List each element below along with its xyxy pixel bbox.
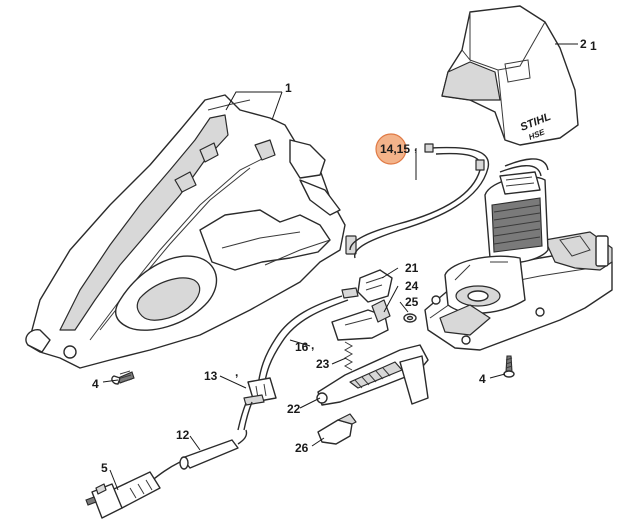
part-21-switch[interactable]	[341, 269, 393, 303]
part-22-trigger[interactable]	[316, 344, 429, 406]
highlight-marker	[375, 133, 407, 165]
part-4-screw-right[interactable]	[503, 355, 515, 378]
part-12-cable-sleeve[interactable]	[179, 429, 248, 470]
callout-5: 5	[101, 461, 108, 475]
callout-23: 23	[316, 357, 330, 371]
motor-assembly[interactable]	[424, 171, 613, 351]
part-4-screw-left[interactable]	[111, 370, 135, 385]
callout-1: 1	[285, 81, 292, 95]
part-25-spring[interactable]	[403, 313, 417, 323]
leader-lines	[102, 43, 578, 491]
callout-16-suffix: ,	[311, 338, 314, 352]
part-24-lever[interactable]	[331, 299, 391, 341]
callout-22: 22	[287, 402, 301, 416]
callout-2-suffix: 1	[590, 39, 597, 53]
part-5-power-plug[interactable]	[85, 461, 181, 519]
callout-14-15-suffix: ,	[414, 140, 417, 154]
callout-26: 26	[295, 441, 309, 455]
callout-12: 12	[176, 428, 190, 442]
callout-14-15: 14,15	[380, 142, 410, 156]
callout-25: 25	[405, 295, 419, 309]
part-2-cover[interactable]: STIHL HSE	[441, 5, 579, 146]
part-26-clip[interactable]	[317, 413, 357, 445]
callout-13: 13	[204, 369, 218, 383]
callout-24: 24	[405, 279, 419, 293]
callout-4-right: 4	[479, 372, 486, 386]
part-13-terminal-block[interactable]	[237, 377, 277, 431]
callout-2: 2	[580, 37, 587, 51]
part-16-cable[interactable]	[257, 295, 349, 389]
callout-21: 21	[405, 261, 419, 275]
callout-4-left: 4	[92, 377, 99, 391]
part-1-housing[interactable]	[25, 94, 357, 369]
callout-13-suffix: ,	[235, 365, 238, 379]
callout-labels: 1 2 1 4 4 5 12 13 , 14,15 , 16 , 21 22 2…	[92, 37, 597, 475]
part-23-spring[interactable]	[343, 341, 354, 371]
callout-16: 16	[295, 340, 309, 354]
part-14-15-wiring[interactable]	[349, 143, 549, 259]
